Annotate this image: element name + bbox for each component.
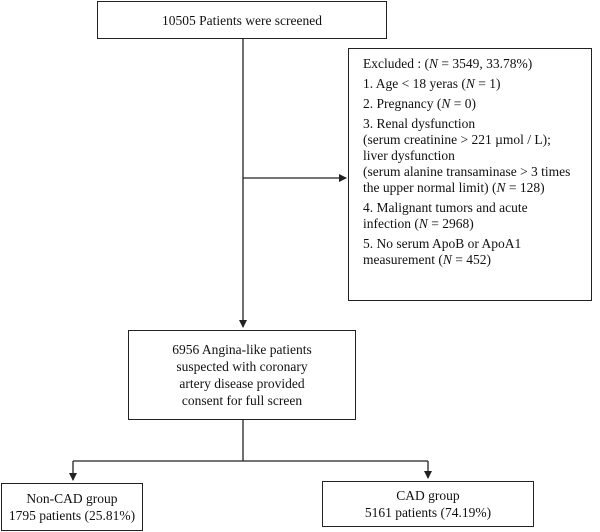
exclusion-criterion: 1. Age < 18 yeras (N = 1) [363,76,585,92]
consent-box: 6956 Angina-like patients suspected with… [128,330,356,420]
exclusion-criterion-line: 1. Age < 18 yeras (N = 1) [363,76,501,91]
consent-text: 6956 Angina-like patients suspected with… [172,342,312,408]
non-cad-text: Non-CAD group 1795 patients (25.81%) [9,490,135,524]
excluded-criteria-list: 1. Age < 18 yeras (N = 1) 2. Pregnancy (N… [363,76,585,268]
exclusion-criterion-line: 4. Malignant tumors and acute [363,200,528,215]
exclusion-criterion-line: infection (N = 2968) [363,216,474,231]
exclusion-criterion-line: measurement (N = 452) [363,252,491,267]
exclusion-criterion-line: (serum alanine transaminase > 3 times [363,164,571,179]
cad-text: CAD group 5161 patients (74.19%) [365,487,491,521]
screened-text: 10505 Patients were screened [161,12,323,28]
exclusion-criterion-line: liver dysfunction [363,148,455,163]
excluded-box: Excluded : (N = 3549, 33.78%) 1. Age < 1… [348,48,592,301]
excluded-header: Excluded : (N = 3549, 33.78%) [363,56,533,71]
exclusion-criterion: 2. Pregnancy (N = 0) [363,96,585,112]
exclusion-criterion-line: 5. No serum ApoB or ApoA1 [363,236,522,251]
exclusion-criterion-line: the upper normal limit) (N = 128) [363,180,545,195]
exclusion-criterion-line: (serum creatinine > 221 µmol / L); [363,132,551,147]
screened-box: 10505 Patients were screened [97,1,387,39]
non-cad-box: Non-CAD group 1795 patients (25.81%) [1,483,143,531]
cad-title: CAD group [396,488,460,503]
cad-count: 5161 patients (74.19%) [364,505,492,520]
cad-box: CAD group 5161 patients (74.19%) [322,481,534,527]
non-cad-count: 1795 patients (25.81%) [8,508,136,523]
exclusion-criterion: 3. Renal dysfunction(serum creatinine > … [363,116,585,196]
exclusion-criterion-line: 2. Pregnancy (N = 0) [363,96,476,111]
exclusion-criterion-line: 3. Renal dysfunction [363,116,476,131]
non-cad-title: Non-CAD group [26,491,118,506]
